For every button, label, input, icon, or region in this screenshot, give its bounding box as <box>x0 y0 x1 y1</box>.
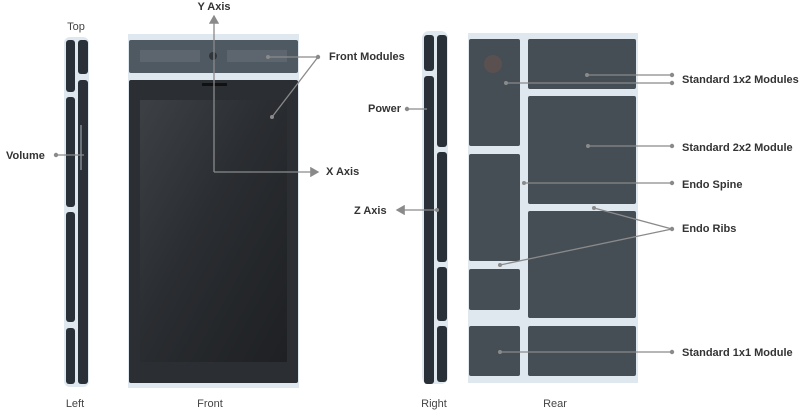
view-label-right: Right <box>421 398 447 410</box>
right-side-view <box>422 31 448 384</box>
view-label-rear: Rear <box>543 398 567 410</box>
endo-ribs-label: Endo Ribs <box>682 223 736 235</box>
volume-label: Volume <box>6 150 45 162</box>
view-label-front: Front <box>197 398 223 410</box>
module-left-small <box>469 269 520 310</box>
module-left-mid <box>469 154 520 261</box>
endo-spine-label: Endo Spine <box>682 179 743 191</box>
module-2x2 <box>528 96 636 204</box>
module-1x2 <box>528 39 636 89</box>
rear-module-camera <box>469 39 520 146</box>
view-label-left: Left <box>66 398 84 410</box>
rear-view <box>468 33 638 383</box>
standard-1x2-label: Standard 1x2 Modules <box>682 74 799 86</box>
z-axis-label: Z Axis <box>354 205 387 217</box>
y-axis-label: Y Axis <box>197 1 230 13</box>
module-bottom-right <box>528 326 636 376</box>
power-label: Power <box>368 103 402 115</box>
rear-camera-icon <box>484 55 502 73</box>
standard-2x2-label: Standard 2x2 Module <box>682 142 793 154</box>
front-modules-label: Front Modules <box>329 51 405 63</box>
leader-lines <box>53 14 675 355</box>
module-1x1 <box>469 326 520 376</box>
module-right-lower <box>528 211 636 318</box>
standard-1x1-label: Standard 1x1 Module <box>682 347 793 359</box>
front-camera-icon <box>209 52 217 60</box>
left-side-view <box>64 37 89 387</box>
x-axis-label: X Axis <box>326 166 359 178</box>
front-view <box>128 34 299 388</box>
view-label-top: Top <box>67 21 85 33</box>
